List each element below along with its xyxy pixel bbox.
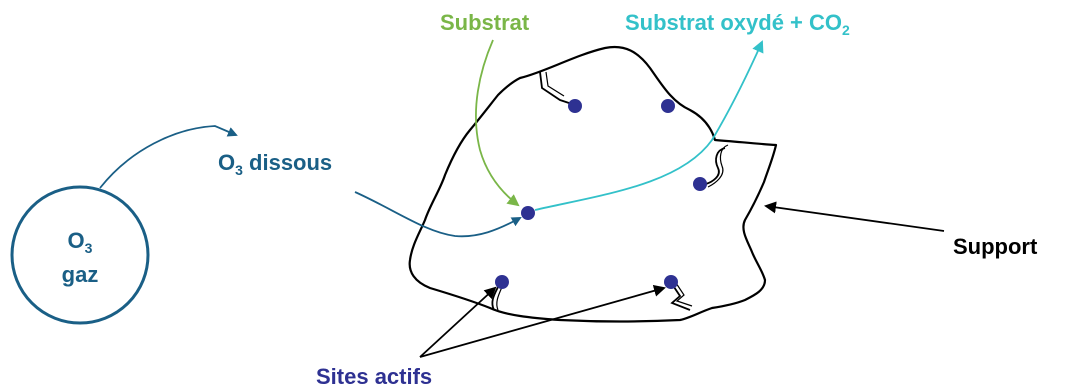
pore-bottom-left-inner — [496, 286, 503, 311]
substrate-label: Substrat — [440, 10, 530, 35]
support-label: Support — [953, 234, 1038, 259]
ozone-gas-circle — [10, 185, 150, 325]
sites-pointer-arrow-right — [419, 284, 666, 358]
pore-bottom-right-inner — [675, 282, 693, 307]
active-site — [693, 177, 707, 191]
substrate-arrow — [475, 39, 520, 207]
oxidized-product-arrow — [534, 40, 764, 211]
support-particle-outline — [408, 45, 778, 323]
sites-pointer-arrow-left — [419, 286, 497, 358]
gas-label-line1: O3 — [68, 228, 93, 256]
active-site — [664, 275, 678, 289]
dissolved-to-site-arrow — [354, 191, 522, 238]
gas-to-dissolved-arrow — [99, 125, 238, 189]
active-site — [495, 275, 509, 289]
pore-top-inner — [545, 71, 565, 97]
gas-label-line2: gaz — [62, 262, 99, 287]
support-pointer-arrow — [764, 201, 945, 232]
dissolved-ozone-label: O3 dissous — [218, 150, 332, 178]
oxidized-product-label: Substrat oxydé + CO2 — [625, 10, 850, 38]
active-sites-label: Sites actifs — [316, 364, 432, 389]
pore-right-inner — [707, 144, 729, 188]
pore-right — [705, 147, 726, 185]
active-site — [521, 206, 535, 220]
active-site — [661, 99, 675, 113]
active-site — [568, 99, 582, 113]
pore-top — [539, 71, 573, 105]
pore-bottom-right — [670, 283, 691, 311]
